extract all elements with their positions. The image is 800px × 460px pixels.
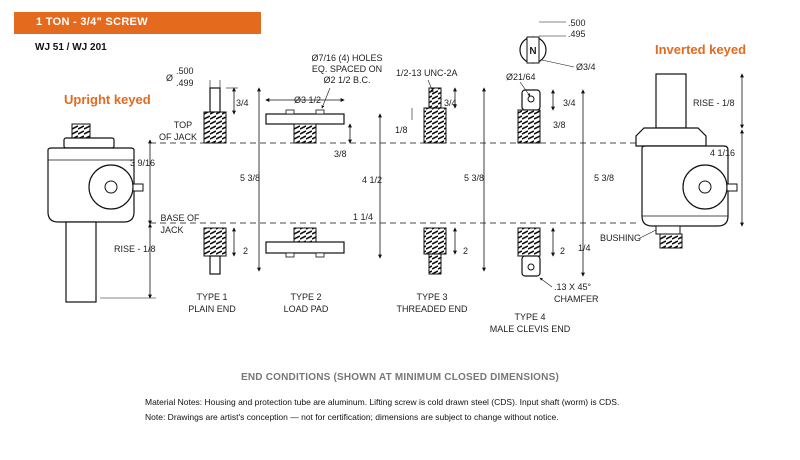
top-of-jack-label-2: OF JACK (159, 132, 197, 142)
type2-holes-note: Ø7/16 (4) HOLES (311, 53, 382, 63)
top-of-jack-label: TOP (174, 120, 192, 130)
type3-overall-dim: 5 3/8 (464, 173, 484, 183)
upright-keyed-title: Upright keyed (64, 92, 151, 107)
type2-load-pad (265, 109, 345, 258)
svg-text:N: N (529, 46, 536, 57)
type2-pad-dia: Ø3 1/2 (294, 95, 321, 105)
inverted-height-dim: 4 1/16 (710, 148, 735, 158)
type3-gap: 1/8 (395, 125, 408, 135)
type2-overall-dim: 4 1/2 (362, 175, 382, 185)
type4-clevis-dim: 3/8 (553, 120, 566, 130)
upright-rise-dim: RISE - 1/8 (114, 244, 156, 254)
type1-ext-dim: 3/4 (236, 98, 249, 108)
type4-male-clevis (517, 89, 541, 277)
type3-lower-dim: 2 (463, 246, 468, 256)
key-dia: Ø3/4 (576, 62, 596, 72)
key-width-bottom: .495 (568, 29, 586, 39)
type3-thread-len: 3/4 (444, 98, 457, 108)
inverted-rise-dim: RISE - 1/8 (693, 98, 735, 108)
type2-holes-note-3: Ø2 1/2 B.C. (323, 75, 370, 85)
type1-plain-end (203, 87, 227, 275)
bushing-label: BUSHING (600, 233, 641, 243)
inverted-keyed-title: Inverted keyed (655, 42, 747, 57)
section-banner-text: 1 TON - 3/4" SCREW (36, 16, 148, 28)
type2-pad-thk: 3/8 (334, 149, 347, 159)
type3-name: TYPE 3 (416, 292, 447, 302)
type4-lower-small: 1/4 (578, 243, 591, 253)
type3-threaded-end (423, 87, 447, 275)
upright-keyed-jack (47, 123, 144, 303)
disclaimer-note: Note: Drawings are artist's conception —… (145, 412, 559, 422)
section-banner: 1 TON - 3/4" SCREW (14, 12, 261, 34)
base-of-jack-label: BASE OF (160, 213, 200, 223)
inverted-keyed-jack (635, 73, 738, 249)
type3-name-2: THREADED END (396, 304, 468, 314)
type3-thread-note: 1/2-13 UNC-2A (396, 68, 458, 78)
type4-chamfer-2: CHAMFER (554, 294, 599, 304)
type4-name: TYPE 4 (514, 312, 545, 322)
model-numbers: WJ 51 / WJ 201 (35, 42, 107, 53)
end-conditions-drawing: TOP OF JACK BASE OF JACK 3 9/16 RISE - 1… (47, 18, 744, 334)
material-notes: Material Notes: Housing and protection t… (145, 397, 620, 407)
base-of-jack-label-2: JACK (160, 225, 183, 235)
type1-dia-top: .500 (176, 66, 194, 76)
type1-name: TYPE 1 (196, 292, 227, 302)
type2-name-2: LOAD PAD (284, 304, 329, 314)
key-width-top: .500 (568, 18, 586, 28)
type1-lower-dim: 2 (243, 246, 248, 256)
type2-lower-dim: 1 1/4 (353, 212, 373, 222)
end-conditions-heading: END CONDITIONS (SHOWN AT MINIMUM CLOSED … (241, 372, 559, 383)
type4-name-2: MALE CLEVIS END (490, 324, 571, 334)
type2-holes-note-2: EQ. SPACED ON (312, 64, 382, 74)
upright-height-dim: 3 9/16 (130, 158, 155, 168)
type4-pin-dia: Ø21/64 (506, 72, 536, 82)
type1-dia-bottom: .499 (176, 78, 194, 88)
type2-name: TYPE 2 (290, 292, 321, 302)
type1-dia-symbol: Ø (166, 73, 173, 83)
type4-ext-dim: 3/4 (563, 98, 576, 108)
type4-overall-dim: 5 3/8 (594, 173, 614, 183)
type4-lower-dim: 2 (560, 246, 565, 256)
type1-name-2: PLAIN END (188, 304, 236, 314)
key-detail: N (519, 21, 566, 64)
type1-overall-dim: 5 3/8 (240, 173, 260, 183)
type4-chamfer: .13 X 45° (554, 282, 592, 292)
